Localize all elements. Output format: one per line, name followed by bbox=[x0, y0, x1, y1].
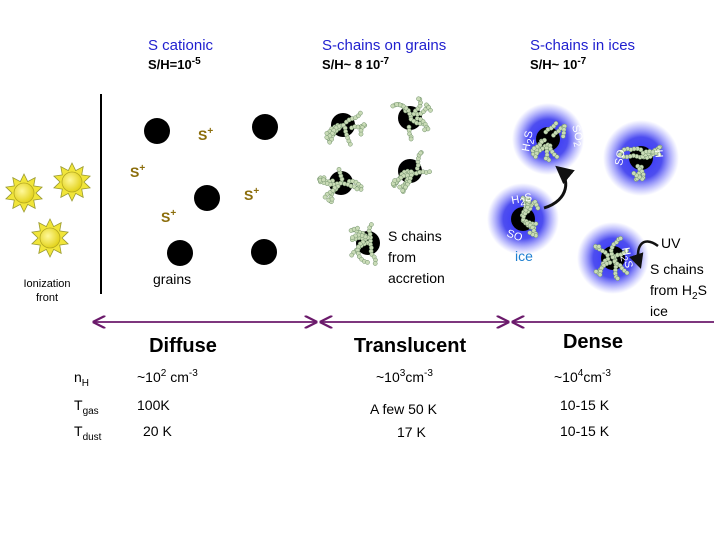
coated-grain bbox=[593, 236, 630, 281]
value-nh-diffuse: ~102 cm-3 bbox=[137, 368, 198, 385]
h2s-label-3: ice bbox=[650, 303, 668, 319]
heading-s-chains-grains: S-chains on grains bbox=[322, 37, 446, 54]
curved-arrow bbox=[629, 240, 659, 269]
ratio-s-chains-grains: S/H~ 8 10-7 bbox=[322, 56, 390, 72]
grains-label: grains bbox=[153, 271, 191, 287]
sun-icon bbox=[31, 218, 69, 258]
s-plus-ions: S+ S+ S+ S+ bbox=[130, 126, 259, 225]
sun-icons bbox=[5, 162, 91, 258]
region-translucent: Translucent bbox=[354, 335, 467, 357]
curved-arrow bbox=[543, 165, 575, 210]
value-tdust-dense: 10-15 K bbox=[560, 423, 610, 439]
value-nh-dense: ~104cm-3 bbox=[554, 368, 611, 385]
molecule-so: SO bbox=[505, 228, 524, 245]
molecule-so2: SO2 bbox=[566, 124, 586, 149]
molecule-so: SO bbox=[613, 148, 628, 166]
grain bbox=[167, 240, 193, 266]
molecule-h: H bbox=[652, 149, 665, 158]
sun-icon bbox=[5, 173, 43, 213]
s-plus-ion: S+ bbox=[244, 186, 259, 203]
coated-grain bbox=[390, 96, 433, 142]
s-plus-ion: S+ bbox=[161, 208, 176, 225]
grain bbox=[194, 185, 220, 211]
coated-grain bbox=[617, 144, 663, 182]
ionization-front-label-line1: Ionization bbox=[23, 278, 70, 290]
value-tgas-translucent: A few 50 K bbox=[370, 401, 438, 417]
molecule-h2s: H2S bbox=[520, 130, 538, 153]
value-nh-translucent: ~103cm-3 bbox=[376, 368, 433, 385]
coated-grain bbox=[317, 166, 364, 205]
sun-icon bbox=[53, 162, 91, 202]
heading-s-chains-ices: S-chains in ices bbox=[530, 37, 635, 54]
process-labels: S chains from accretion ice UV S chains … bbox=[388, 228, 707, 319]
ionization-front-label-line2: front bbox=[36, 292, 58, 304]
h2s-label-1: S chains bbox=[650, 261, 704, 277]
diffuse-grains bbox=[144, 114, 278, 266]
ice-label: ice bbox=[515, 248, 533, 264]
accretion-label-1: S chains bbox=[388, 228, 442, 244]
row-label-nh: nH bbox=[74, 369, 89, 389]
uv-label: UV bbox=[661, 235, 681, 251]
coated-grain bbox=[348, 222, 380, 266]
accretion-label-2: from bbox=[388, 249, 416, 265]
region-diffuse: Diffuse bbox=[149, 335, 217, 357]
grain bbox=[251, 239, 277, 265]
h2s-label-2: from H2S bbox=[650, 282, 707, 302]
column-headings: S cationic S/H=10-5 S-chains on grains S… bbox=[148, 37, 635, 72]
value-tdust-diffuse: 20 K bbox=[143, 423, 172, 439]
parameter-table: nH ~102 cm-3 ~103cm-3 ~104cm-3 Tgas 100K… bbox=[74, 368, 611, 443]
molecule-h2s: H2S bbox=[510, 192, 533, 210]
heading-s-cationic: S cationic bbox=[148, 37, 214, 54]
region-dense: Dense bbox=[563, 331, 623, 353]
row-label-tgas: Tgas bbox=[74, 397, 99, 417]
molecule-h2s: H2S bbox=[616, 246, 634, 269]
ratio-s-chains-ices: S/H~ 10-7 bbox=[530, 56, 587, 72]
value-tgas-diffuse: 100K bbox=[137, 397, 170, 413]
coated-grain bbox=[511, 195, 541, 238]
grain bbox=[144, 118, 170, 144]
ratio-s-cationic: S/H=10-5 bbox=[148, 56, 201, 72]
row-label-tdust: Tdust bbox=[74, 423, 102, 443]
coated-grain bbox=[390, 150, 432, 194]
coated-grains bbox=[317, 96, 663, 281]
accretion-label-3: accretion bbox=[388, 270, 445, 286]
value-tgas-dense: 10-15 K bbox=[560, 397, 610, 413]
value-tdust-translucent: 17 K bbox=[397, 424, 426, 440]
molecule-labels: H2S SO2 SO H H2S SO H2S bbox=[505, 124, 665, 269]
coated-grain bbox=[530, 121, 568, 163]
s-plus-ion: S+ bbox=[130, 163, 145, 180]
coated-grain bbox=[324, 110, 368, 147]
grain bbox=[252, 114, 278, 140]
s-plus-ion: S+ bbox=[198, 126, 213, 143]
